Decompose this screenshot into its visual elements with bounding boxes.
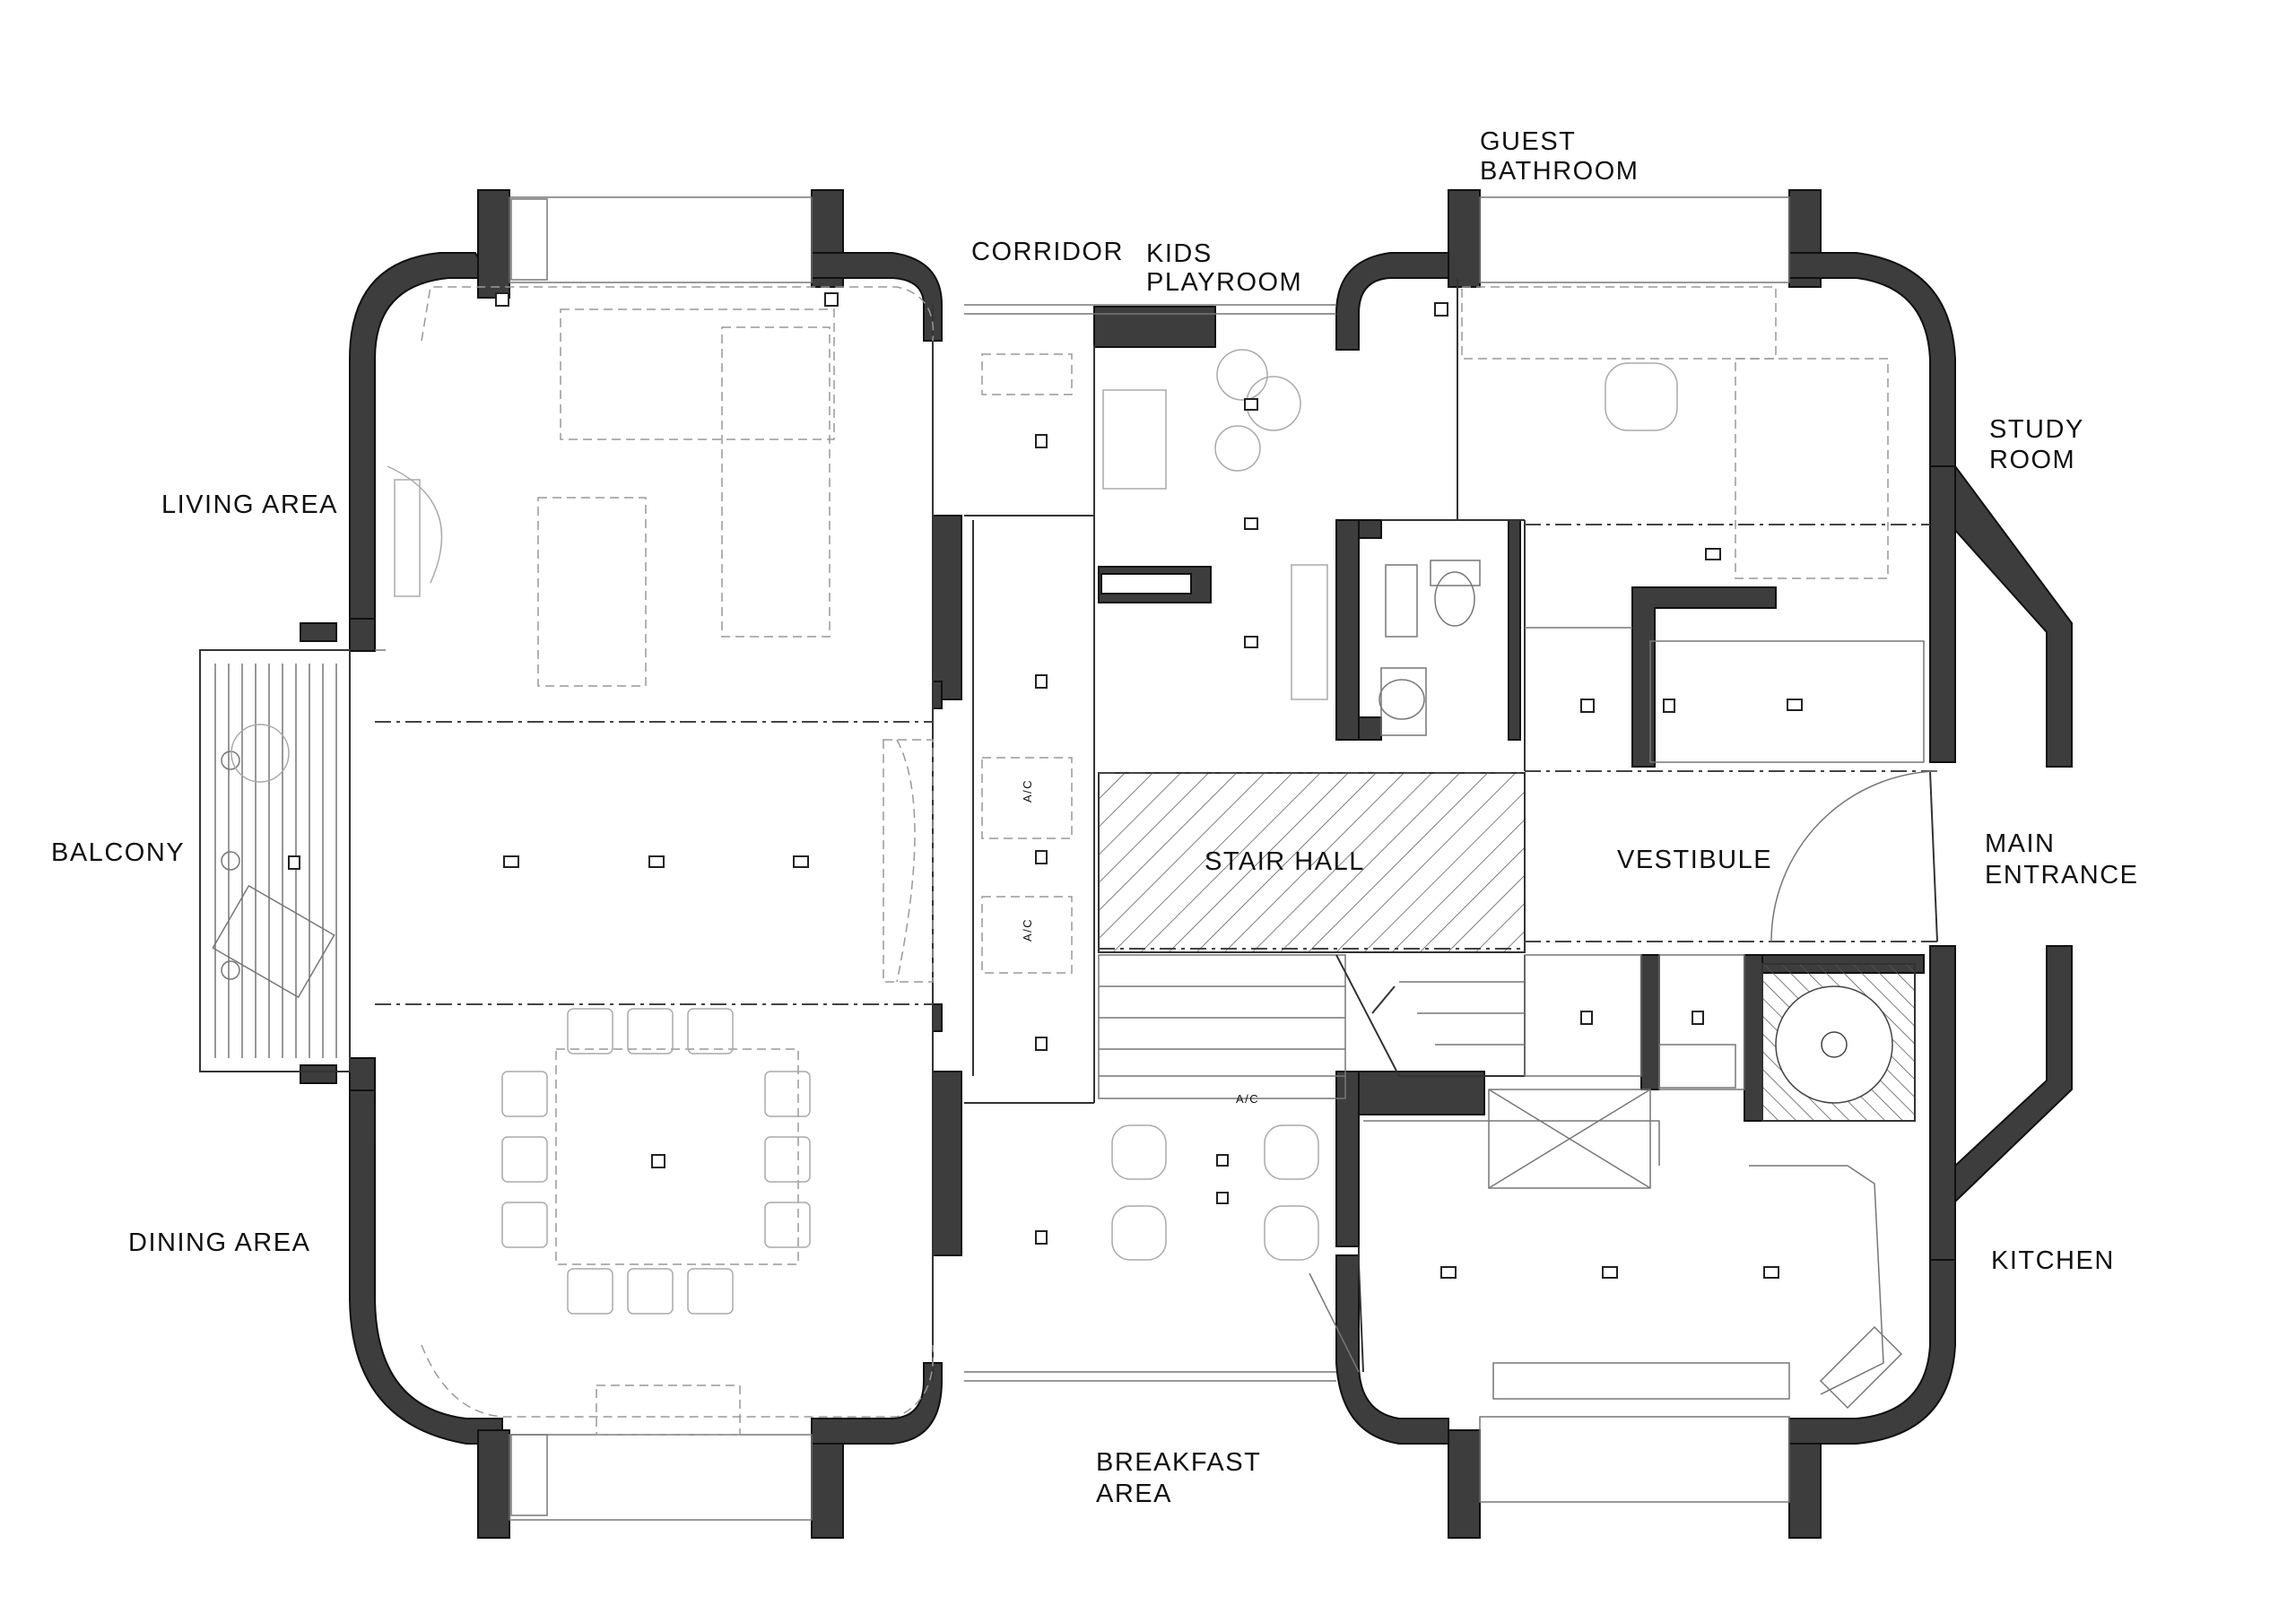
pillar [811, 1429, 844, 1539]
label-kids-playroom-1: KIDS [1146, 239, 1213, 268]
label-vestibule: VESTIBULE [1617, 846, 1772, 874]
label-ac-2: A/C [1021, 918, 1034, 942]
label-main-entrance-2: ENTRANCE [1985, 861, 2139, 890]
dining-wing-wall [349, 1075, 503, 1445]
pillar [1788, 1429, 1822, 1539]
label-breakfast-area-2: AREA [1096, 1480, 1172, 1508]
interior-walls [932, 306, 1925, 1256]
label-guest-bathroom-1: GUEST [1480, 127, 1576, 156]
label-study-room-2: ROOM [1989, 446, 2075, 474]
label-ac-1: A/C [1021, 779, 1034, 803]
pillar [477, 189, 510, 299]
furniture [387, 286, 1889, 1436]
label-breakfast-area-1: BREAKFAST [1096, 1448, 1261, 1477]
label-stair-hall: STAIR HALL [1205, 847, 1365, 876]
exterior-walls [300, 189, 2073, 1539]
label-study-room-1: STUDY [1989, 415, 2084, 444]
pillar [1448, 1429, 1481, 1539]
label-ac-3: A/C [1236, 1092, 1259, 1106]
room-labels: LIVING AREA BALCONY DINING AREA CORRIDOR… [51, 127, 2139, 1508]
pillar [477, 1429, 510, 1539]
bay-window [1954, 945, 2073, 1204]
staircase [1098, 954, 1526, 1099]
label-dining-area: DINING AREA [128, 1228, 310, 1257]
label-balcony: BALCONY [51, 838, 185, 867]
pillar [1448, 189, 1481, 288]
label-kids-playroom-2: PLAYROOM [1146, 268, 1302, 297]
label-kitchen: KITCHEN [1991, 1246, 2115, 1275]
label-main-entrance-1: MAIN [1985, 829, 2056, 858]
label-living-area: LIVING AREA [161, 490, 338, 519]
label-corridor: CORRIDOR [971, 238, 1124, 266]
label-guest-bathroom-2: BATHROOM [1480, 157, 1639, 186]
ceiling-lights [288, 292, 1803, 1279]
balcony [199, 649, 351, 1072]
